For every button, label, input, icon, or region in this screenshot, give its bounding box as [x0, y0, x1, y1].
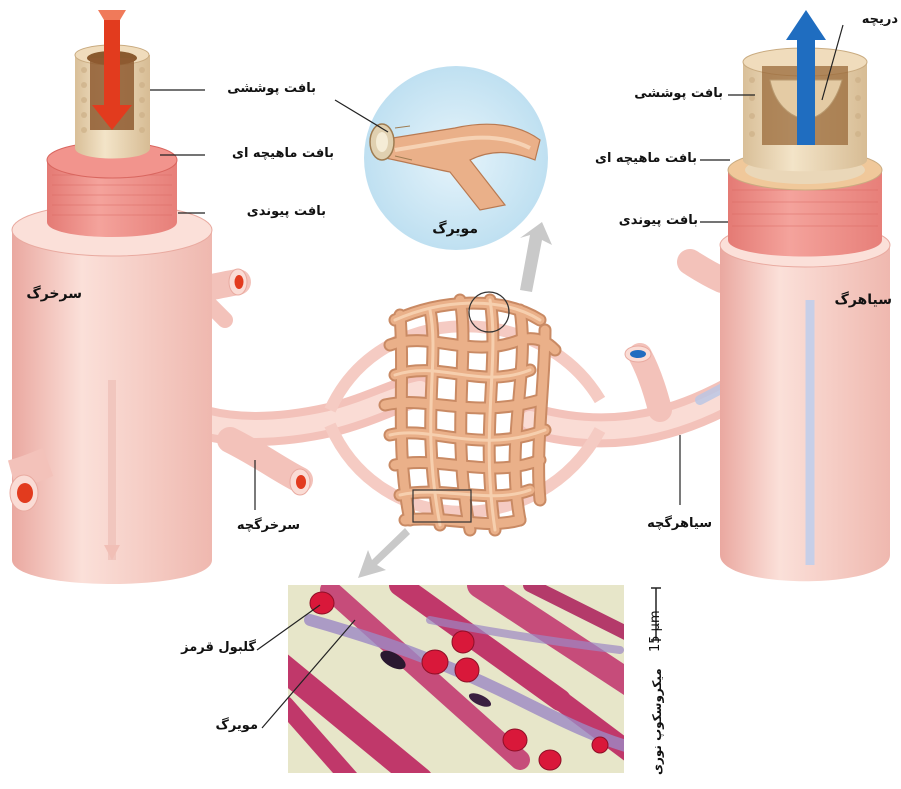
venule-label: سیاهرگچه	[622, 516, 712, 532]
arteriole-label: سرخرگچه	[220, 518, 300, 534]
micrograph-caption: میکروسکوپ نوری	[650, 668, 664, 775]
artery-label: سرخرگ	[22, 286, 82, 302]
artery-connective-label: بافت پیوندی	[216, 204, 326, 220]
artery-epithelial-label: بافت پوششی	[216, 81, 316, 97]
vein-label: سیاهرگ	[832, 292, 892, 308]
micrograph-capillary-label: مویرگ	[196, 718, 258, 734]
red-blood-cell-label: گلبول قرمز	[176, 640, 256, 656]
scale-label: 15 µm	[648, 610, 663, 652]
capillary-inset-label: مویرگ	[418, 221, 478, 237]
vein-epithelial-label: بافت پوششی	[618, 86, 723, 102]
zoom-arrow-down	[358, 528, 410, 578]
vein-muscular-label: بافت ماهیچه ای	[572, 151, 697, 167]
zoom-arrow-up	[520, 222, 552, 292]
artery-muscular-label: بافت ماهیچه ای	[214, 146, 334, 162]
vein-connective-label: بافت پیوندی	[590, 213, 698, 229]
micrograph	[250, 585, 640, 785]
valve-label: دریچه	[848, 12, 898, 28]
